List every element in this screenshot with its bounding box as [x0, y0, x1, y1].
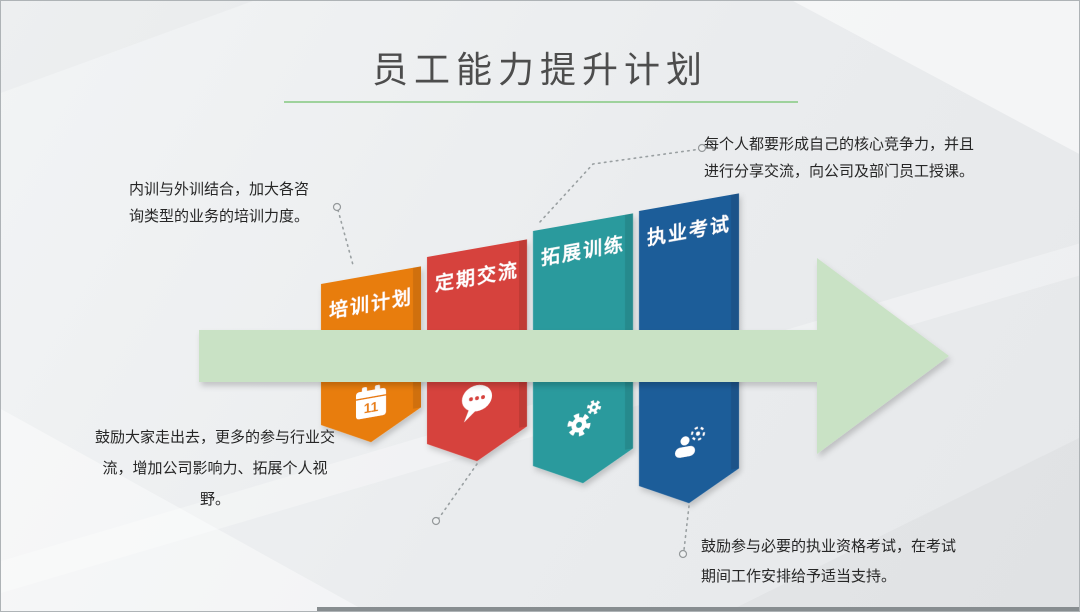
- connector-line-top-left: [337, 209, 354, 266]
- gears-icon: [567, 400, 601, 437]
- slide-title: 员工能力提升计划: [371, 50, 708, 90]
- callout-top-left: 内训与外训结合，加大各咨询类型的业务的培训力度。: [129, 182, 310, 225]
- connector-dot-top-right: [697, 143, 707, 153]
- callout-connectors: [332, 143, 707, 559]
- connector-dot-top-left: [332, 202, 342, 212]
- chat-bubble-icon: [462, 384, 492, 423]
- svg-text:11: 11: [364, 398, 379, 417]
- connector-dot-bottom-right: [678, 549, 688, 559]
- person-gear-icon: [675, 426, 705, 458]
- process-arrow: [199, 258, 949, 454]
- connector-dot-bottom-left: [431, 516, 441, 526]
- connector-line-bottom-left: [438, 463, 478, 519]
- callout-bottom-left: 鼓励大家走出去，更多的参与行业交流，增加公司影响力、拓展个人视野。: [94, 430, 335, 508]
- decor-triangle: [1, 409, 366, 611]
- connector-line-top-right: [538, 148, 702, 224]
- connector-line-bottom-right: [683, 505, 690, 551]
- decor-triangle: [793, 1, 1079, 154]
- title-divider: [284, 101, 798, 103]
- calendar-icon: 11: [356, 384, 386, 420]
- bottom-edge-shadow: [317, 607, 1079, 611]
- callout-top-right: 每个人都要形成自己的核心竞争力，并且进行分享交流，向公司及部门员工授课。: [704, 137, 975, 180]
- callout-bottom-right: 鼓励参与必要的执业资格考试，在考试期间工作安排给予适当支持。: [701, 539, 957, 585]
